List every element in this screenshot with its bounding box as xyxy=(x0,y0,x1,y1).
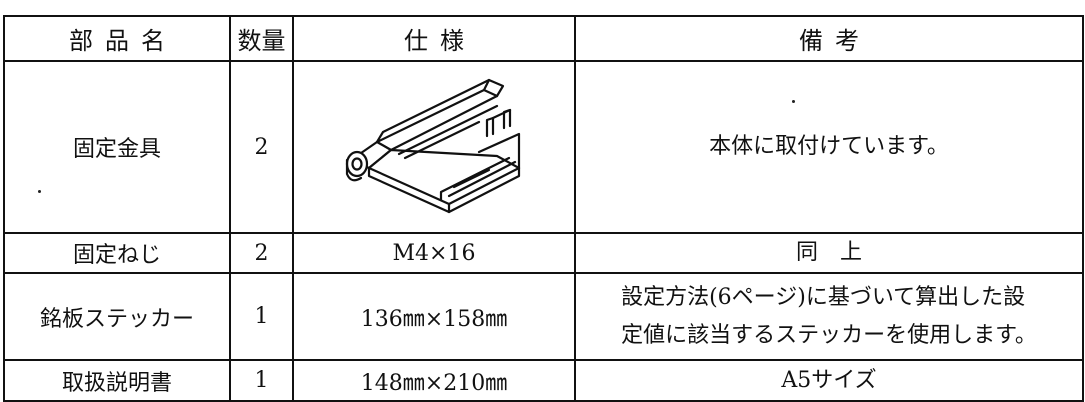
spec-cell: 136㎜×158㎜ xyxy=(292,272,576,361)
table-header-row: 部品名 数量 仕様 備考 xyxy=(3,15,1084,62)
remarks-cell: 同 上 xyxy=(574,232,1084,274)
spec-cell xyxy=(292,60,576,234)
parts-table: 部品名 数量 仕様 備考 固定金具 2 xyxy=(3,15,1084,402)
header-remarks: 備考 xyxy=(574,15,1084,62)
remarks-line: 定値に該当するステッカーを使用します。 xyxy=(621,322,1037,348)
remarks-cell: 本体に取付けています。 xyxy=(574,60,1084,234)
header-quantity: 数量 xyxy=(229,15,294,62)
table-row: 銘板ステッカー 1 136㎜×158㎜ 設定方法(6ページ)に基づいて算出した設… xyxy=(3,272,1084,361)
header-part-name: 部品名 xyxy=(3,15,231,62)
remarks-cell: A5サイズ xyxy=(574,359,1084,402)
remarks-multiline: 設定方法(6ページ)に基づいて算出した設 定値に該当するステッカーを使用します。 xyxy=(621,279,1037,355)
part-name-cell: 固定金具 xyxy=(3,60,231,234)
table-row: 取扱説明書 1 148㎜×210㎜ A5サイズ xyxy=(3,359,1084,402)
table-row: 固定ねじ 2 M4×16 同 上 xyxy=(3,232,1084,274)
spec-cell: M4×16 xyxy=(292,232,576,274)
quantity-cell: 1 xyxy=(229,359,294,402)
quantity-cell: 1 xyxy=(229,272,294,361)
part-name-cell: 固定ねじ xyxy=(3,232,231,274)
scan-speck xyxy=(38,190,41,193)
remarks-cell: 設定方法(6ページ)に基づいて算出した設 定値に該当するステッカーを使用します。 xyxy=(574,272,1084,361)
remarks-line: 設定方法(6ページ)に基づいて算出した設 xyxy=(621,284,1026,310)
mounting-bracket-illustration-icon xyxy=(345,78,521,214)
spec-cell: 148㎜×210㎜ xyxy=(292,359,576,402)
part-name-cell: 銘板ステッカー xyxy=(3,272,231,361)
table-row: 固定金具 2 xyxy=(3,60,1084,234)
scan-speck xyxy=(792,100,795,103)
quantity-cell: 2 xyxy=(229,232,294,274)
part-name-cell: 取扱説明書 xyxy=(3,359,231,402)
quantity-cell: 2 xyxy=(229,60,294,234)
header-spec: 仕様 xyxy=(292,15,576,62)
